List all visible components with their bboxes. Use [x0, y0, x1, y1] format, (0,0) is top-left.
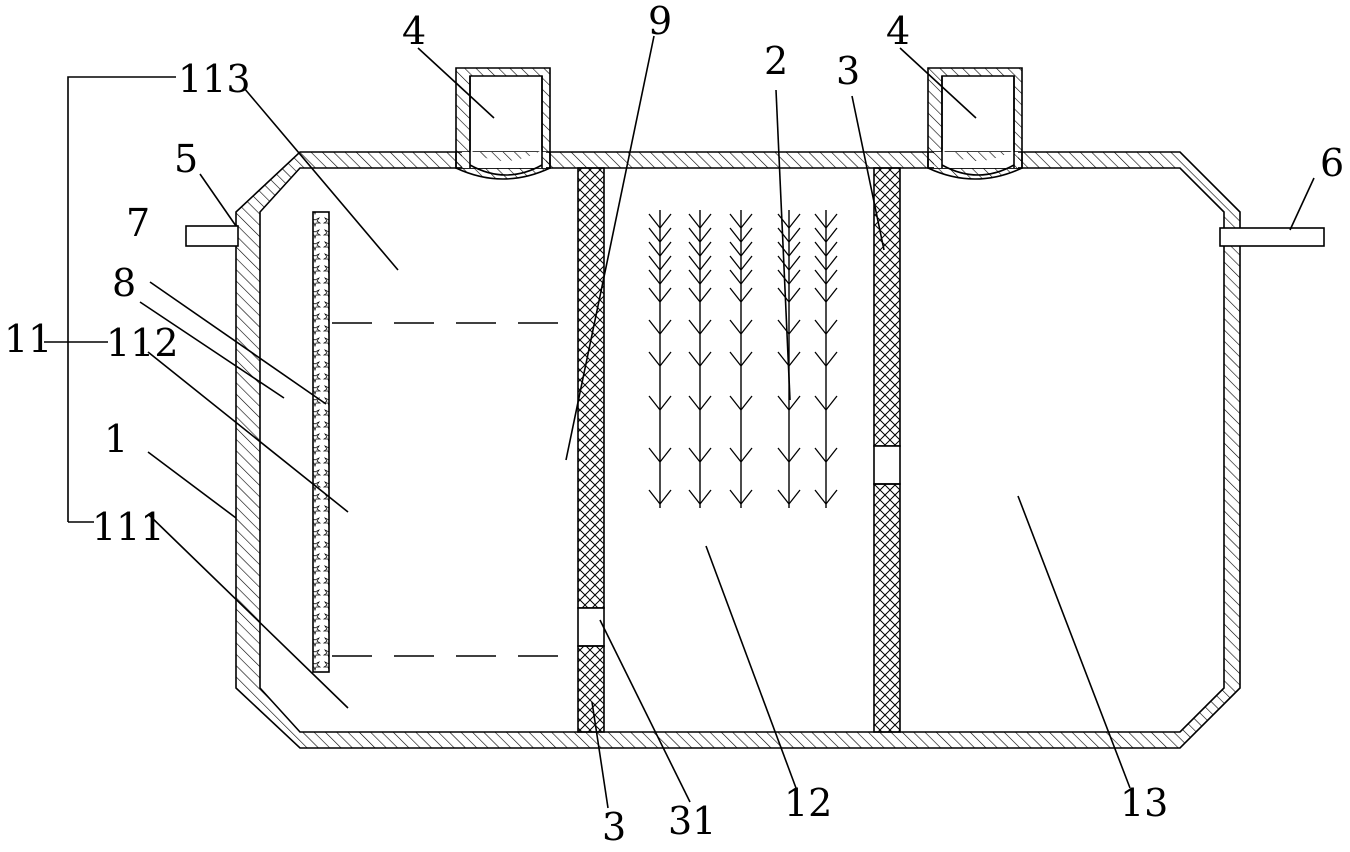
label-5: 5 — [174, 137, 198, 181]
fiber-strand — [729, 210, 753, 508]
label-31: 31 — [668, 799, 716, 843]
label-112: 112 — [106, 321, 179, 365]
tank-wall — [235, 151, 1241, 749]
leader-lines — [44, 35, 1315, 809]
label-2: 2 — [764, 39, 788, 83]
label-1: 1 — [104, 417, 128, 461]
fiber-strand — [777, 210, 801, 508]
partition-wall-left — [577, 167, 605, 733]
label-4-left: 4 — [402, 9, 426, 53]
label-11: 11 — [4, 317, 52, 361]
label-8: 8 — [112, 261, 136, 305]
label-12: 12 — [784, 781, 832, 825]
label-3-top: 3 — [836, 49, 860, 93]
partition-wall-right — [873, 167, 901, 733]
outlet-pipe — [1219, 227, 1325, 247]
fiber-strand — [688, 210, 712, 508]
label-13: 13 — [1120, 781, 1168, 825]
filter-plate — [312, 211, 330, 673]
fiber-strand — [814, 210, 838, 508]
inlet-pipe — [185, 225, 239, 247]
manhole-left — [455, 67, 551, 180]
label-7: 7 — [126, 201, 150, 245]
manhole-right — [927, 67, 1023, 180]
label-9: 9 — [648, 0, 672, 43]
label-4-right: 4 — [886, 9, 910, 53]
fiber-media — [648, 210, 838, 508]
label-3-bottom: 3 — [602, 805, 626, 847]
label-6: 6 — [1320, 141, 1344, 185]
label-111: 111 — [92, 505, 165, 549]
label-113: 113 — [178, 57, 251, 101]
fiber-strand — [648, 210, 672, 508]
